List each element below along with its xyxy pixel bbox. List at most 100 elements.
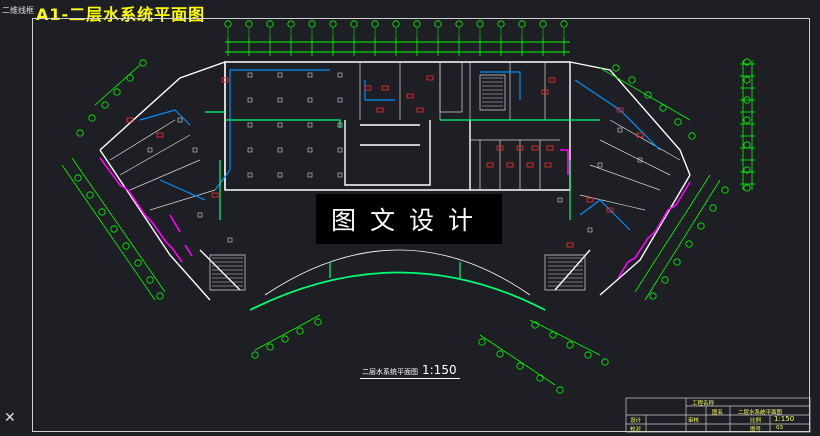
axis-bubble	[518, 20, 526, 28]
plumbing-fixture	[544, 162, 552, 168]
column	[337, 172, 343, 178]
plumbing-fixture	[376, 107, 384, 113]
axis-bubble	[697, 222, 705, 230]
axis-bubble	[539, 20, 547, 28]
plumbing-fixtures	[126, 75, 644, 248]
plumbing-fixture	[416, 107, 424, 113]
title-block-project: 工程名称	[692, 401, 715, 407]
drainage-pipes	[205, 111, 600, 311]
axis-bubble	[113, 88, 121, 96]
plumbing-fixture	[586, 197, 594, 203]
axis-bubble	[649, 292, 657, 300]
plumbing-fixture	[546, 145, 554, 151]
watermark-banner: 图文设计	[316, 194, 502, 244]
plumbing-fixture	[616, 107, 624, 113]
column	[277, 172, 283, 178]
axis-bubble	[126, 74, 134, 82]
column	[247, 147, 253, 153]
axis-bubble	[266, 20, 274, 28]
axis-bubble	[536, 374, 544, 382]
axis-bubble	[743, 116, 751, 124]
axis-bubble	[434, 20, 442, 28]
water-supply-pipes	[139, 69, 661, 231]
drawing-title: A1-二层水系统平面图	[36, 5, 206, 24]
axis-bubble	[329, 20, 337, 28]
axis-bubble	[584, 351, 592, 359]
title-block-role-check: 校对	[630, 427, 642, 433]
axis-bubble	[455, 20, 463, 28]
title-block-name: 二层水系统平面图	[738, 410, 783, 416]
column	[307, 147, 313, 153]
curtain-walls	[99, 149, 691, 279]
caption-underline	[360, 378, 460, 379]
plumbing-fixture	[506, 162, 514, 168]
axis-bubble	[743, 58, 751, 66]
axis-bubble	[308, 20, 316, 28]
column	[337, 147, 343, 153]
ucs-x-icon: ✕	[4, 410, 16, 426]
axis-bubble	[688, 132, 696, 140]
axis-bubble	[556, 386, 564, 394]
axis-bubble	[110, 225, 118, 233]
column	[307, 172, 313, 178]
axis-bubble	[392, 20, 400, 28]
axis-bubble	[266, 343, 274, 351]
plumbing-fixture	[531, 145, 539, 151]
plumbing-fixture	[516, 145, 524, 151]
plumbing-fixture	[406, 93, 414, 99]
plumbing-fixture	[496, 145, 504, 151]
axis-bubble	[139, 59, 147, 67]
axis-bubble	[743, 141, 751, 149]
axis-bubble	[74, 174, 82, 182]
axis-bubble	[287, 20, 295, 28]
column	[597, 162, 603, 168]
axis-bubble	[743, 184, 751, 192]
axis-bubble	[88, 114, 96, 122]
axis-bubble	[673, 258, 681, 266]
axis-bubble	[566, 341, 574, 349]
title-block-drawing-no: 03	[776, 425, 783, 431]
axis-bubble	[98, 208, 106, 216]
column	[247, 97, 253, 103]
axis-bubble	[661, 276, 669, 284]
plumbing-fixture	[486, 162, 494, 168]
column	[247, 122, 253, 128]
column	[617, 127, 623, 133]
axis-bubble	[122, 242, 130, 250]
axis-bubble	[601, 358, 609, 366]
title-block-role-design: 设计	[630, 418, 642, 424]
axis-bubble	[496, 350, 504, 358]
title-block-grid	[625, 397, 811, 433]
plumbing-fixture	[541, 89, 549, 95]
column	[307, 122, 313, 128]
plumbing-fixture	[636, 132, 644, 138]
axis-bubble	[101, 101, 109, 109]
axis-bubble	[674, 118, 682, 126]
column	[177, 117, 183, 123]
axis-bubble	[224, 20, 232, 28]
plumbing-fixture	[126, 117, 134, 123]
interior-partitions	[109, 62, 681, 291]
column	[307, 97, 313, 103]
axis-bubble	[531, 321, 539, 329]
side-dimension-chains	[61, 60, 753, 386]
axis-bubble	[146, 276, 154, 284]
column	[192, 147, 198, 153]
column-grid	[147, 72, 643, 243]
axis-bubble	[76, 129, 84, 137]
column	[247, 172, 253, 178]
column	[277, 97, 283, 103]
plan-caption-scale: 1:150	[422, 363, 457, 377]
viewport-label[interactable]: 二维线框	[2, 6, 34, 15]
axis-bubble	[516, 362, 524, 370]
title-block-scale-label: 比例	[750, 418, 762, 424]
plumbing-fixture	[364, 85, 372, 91]
axis-bubble	[628, 76, 636, 84]
plumbing-fixture	[526, 162, 534, 168]
column	[277, 147, 283, 153]
axis-bubble	[134, 259, 142, 267]
axis-bubble	[709, 204, 717, 212]
